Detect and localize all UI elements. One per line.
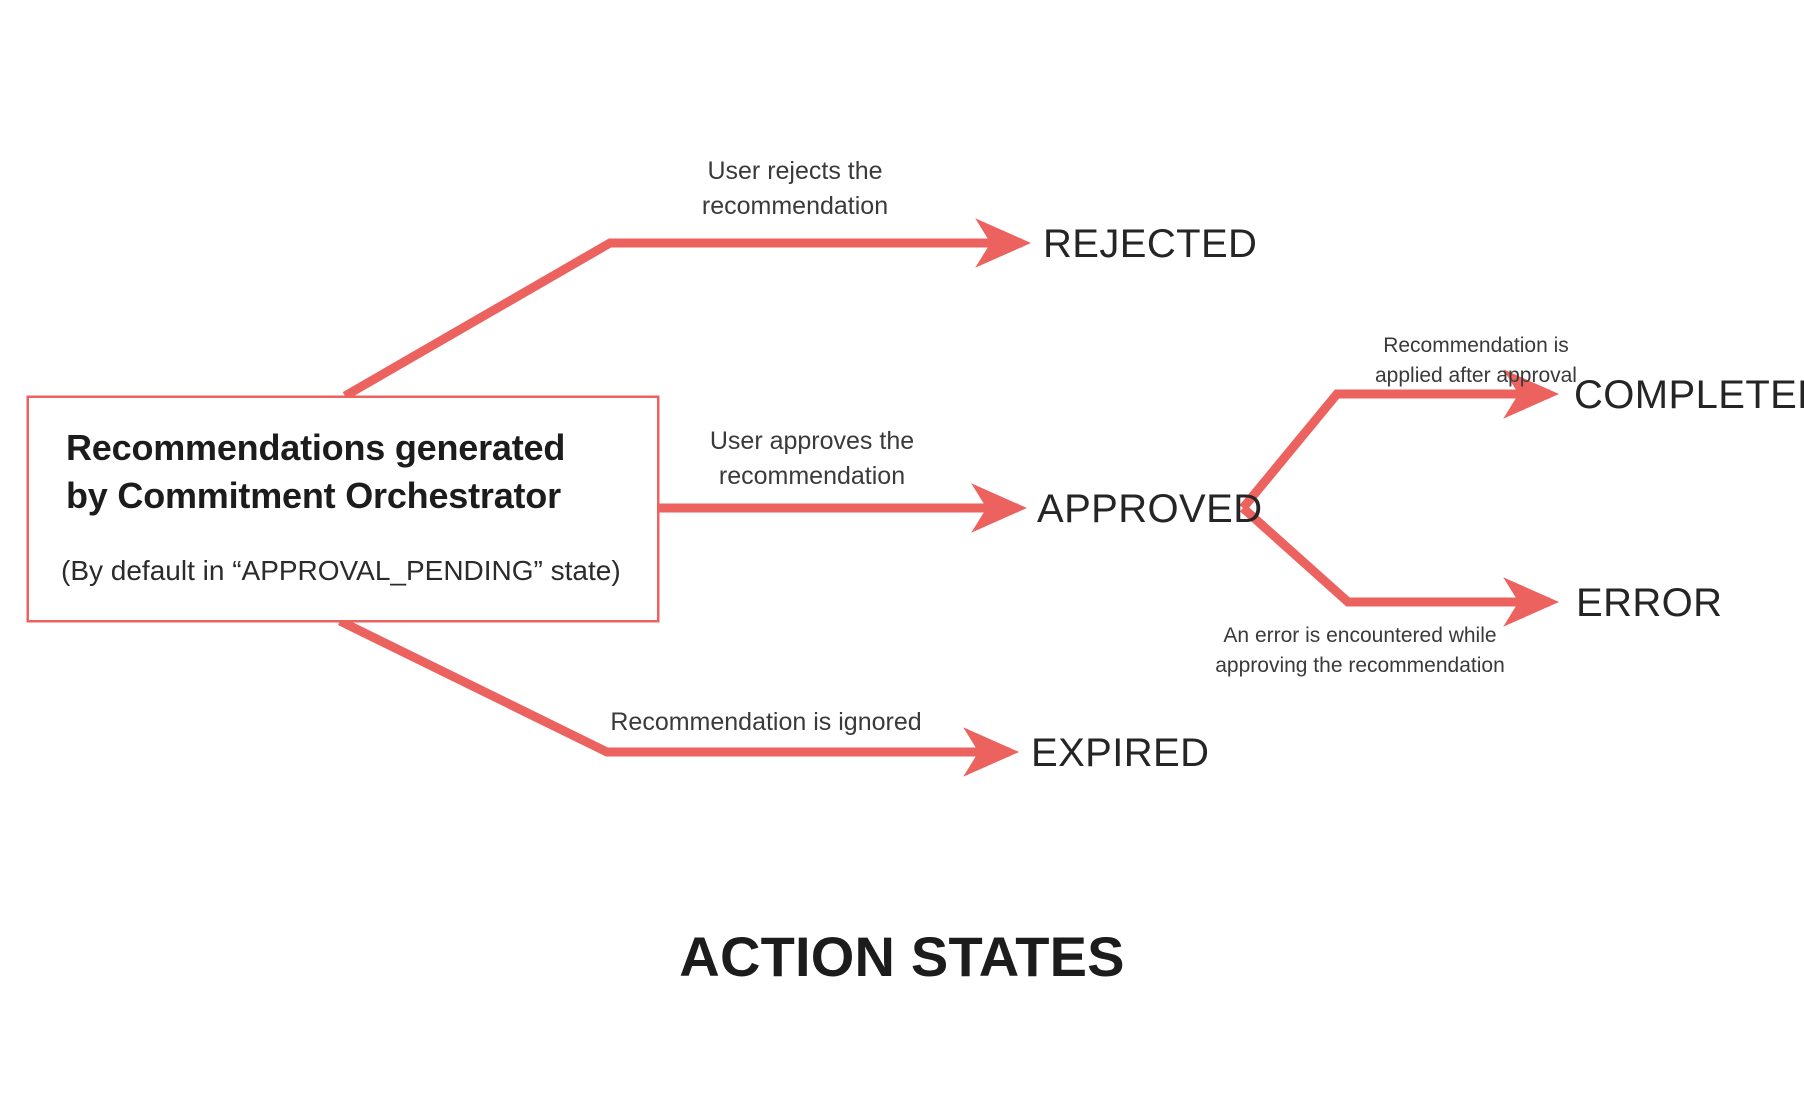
edge-label-to-error-line-2: approving the recommendation	[1215, 654, 1505, 677]
state-label-completed: COMPLETED	[1574, 373, 1804, 417]
source-node: Recommendations generated by Commitment …	[29, 398, 657, 620]
state-label-error: ERROR	[1576, 581, 1723, 625]
edge-label-to-rejected-line-2: recommendation	[701, 192, 889, 220]
state-label-expired: EXPIRED	[1031, 731, 1210, 775]
edge-to-completed	[1239, 369, 1559, 511]
source-node-title-line-1: Recommendations generated	[66, 427, 566, 468]
diagram-title: ACTION STATES	[679, 925, 1125, 988]
edge-label-to-completed-line-1: Recommendation is	[1383, 334, 1569, 357]
edge-to-rejected	[342, 218, 1031, 400]
state-label-approved: APPROVED	[1037, 487, 1263, 531]
edge-label-to-rejected-line-1: User rejects the	[707, 157, 883, 185]
source-node-subtitle: (By default in “APPROVAL_PENDING” state)	[61, 555, 621, 586]
edge-label-to-error-line-1: An error is encountered while	[1223, 624, 1497, 647]
edge-label-to-approved-line-2: recommendation	[718, 462, 906, 490]
edge-to-expired	[338, 616, 1019, 777]
edge-label-to-completed-line-2: applied after approval	[1375, 364, 1577, 387]
edge-label-to-expired-line-1: Recommendation is ignored	[610, 708, 922, 736]
edge-label-to-approved-line-1: User approves the	[709, 427, 915, 455]
source-node-title-line-2: by Commitment Orchestrator	[66, 475, 561, 516]
state-label-rejected: REJECTED	[1043, 222, 1258, 266]
edge-to-error	[1239, 504, 1559, 627]
